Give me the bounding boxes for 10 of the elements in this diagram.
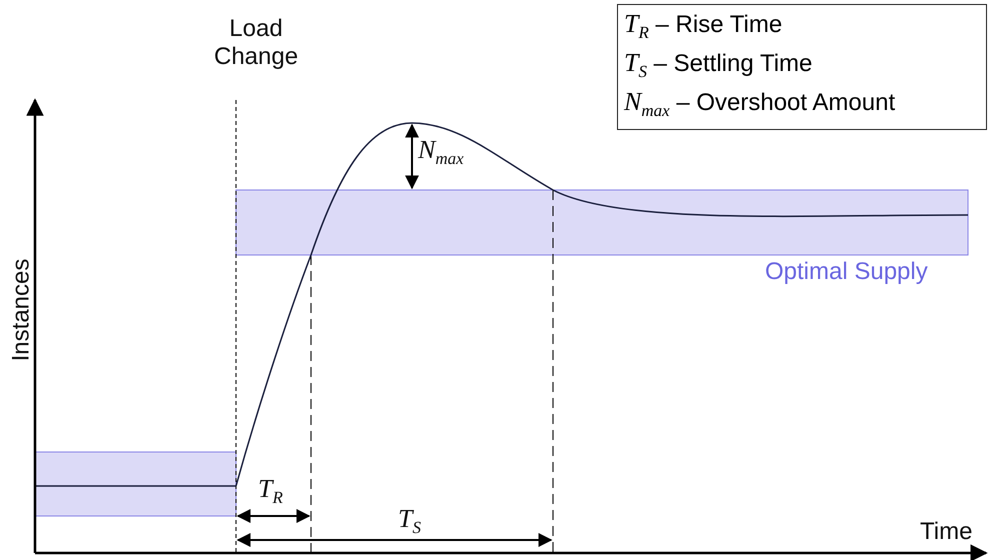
math-label: T$_{R}$ [258,475,283,510]
legend-entry: T$_{S}$ – Settling Time [624,48,814,83]
annotation-label: Load Change [214,15,298,71]
legend-entry: T$_{R}$ – Rise Time [624,9,784,44]
legend-entry: N$_{max}$ – Overshoot Amount [624,86,896,122]
math-label: N$_{max}$ [418,136,464,170]
math-label: T$_{S}$ [398,505,421,540]
axis-label: Instances [7,258,36,362]
band-label: Optimal Supply [765,258,928,286]
axis-label: Time [920,518,972,546]
